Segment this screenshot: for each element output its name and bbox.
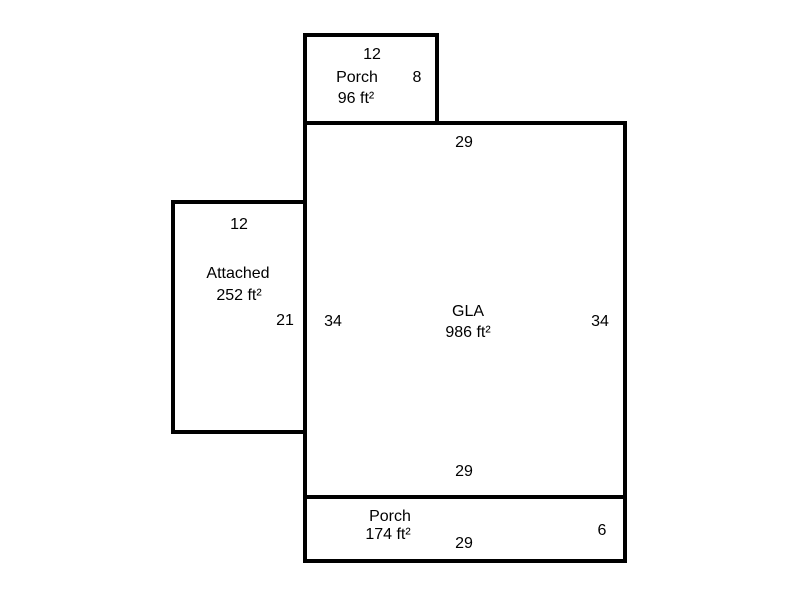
attached-right-dimension: 21	[276, 312, 294, 329]
bottom-porch-area: 174 ft²	[365, 526, 411, 543]
top-porch-area: 96 ft²	[337, 90, 375, 107]
attached-area: 252 ft²	[216, 287, 262, 304]
top-porch-outline	[303, 33, 439, 125]
top-porch-name: Porch	[336, 69, 378, 86]
bottom-porch-name: Porch	[369, 508, 411, 525]
gla-right-dimension: 34	[591, 313, 609, 330]
gla-bottom-dimension: 29	[455, 463, 473, 480]
bottom-porch-right-dimension: 6	[597, 522, 607, 539]
top-porch-top-dimension: 12	[363, 46, 381, 63]
gla-name: GLA	[451, 303, 485, 320]
attached-name: Attached	[206, 265, 270, 282]
gla-area: 986 ft²	[445, 324, 491, 341]
attached-top-dimension: 12	[230, 216, 248, 233]
top-porch-right-dimension: 8	[412, 69, 422, 86]
gla-left-dimension: 34	[324, 313, 342, 330]
bottom-porch-bottom-dimension: 29	[455, 535, 473, 552]
gla-top-dimension: 29	[455, 134, 473, 151]
bottom-porch-outline	[303, 495, 627, 563]
gla-outline	[303, 121, 627, 499]
attached-outline	[171, 200, 307, 434]
